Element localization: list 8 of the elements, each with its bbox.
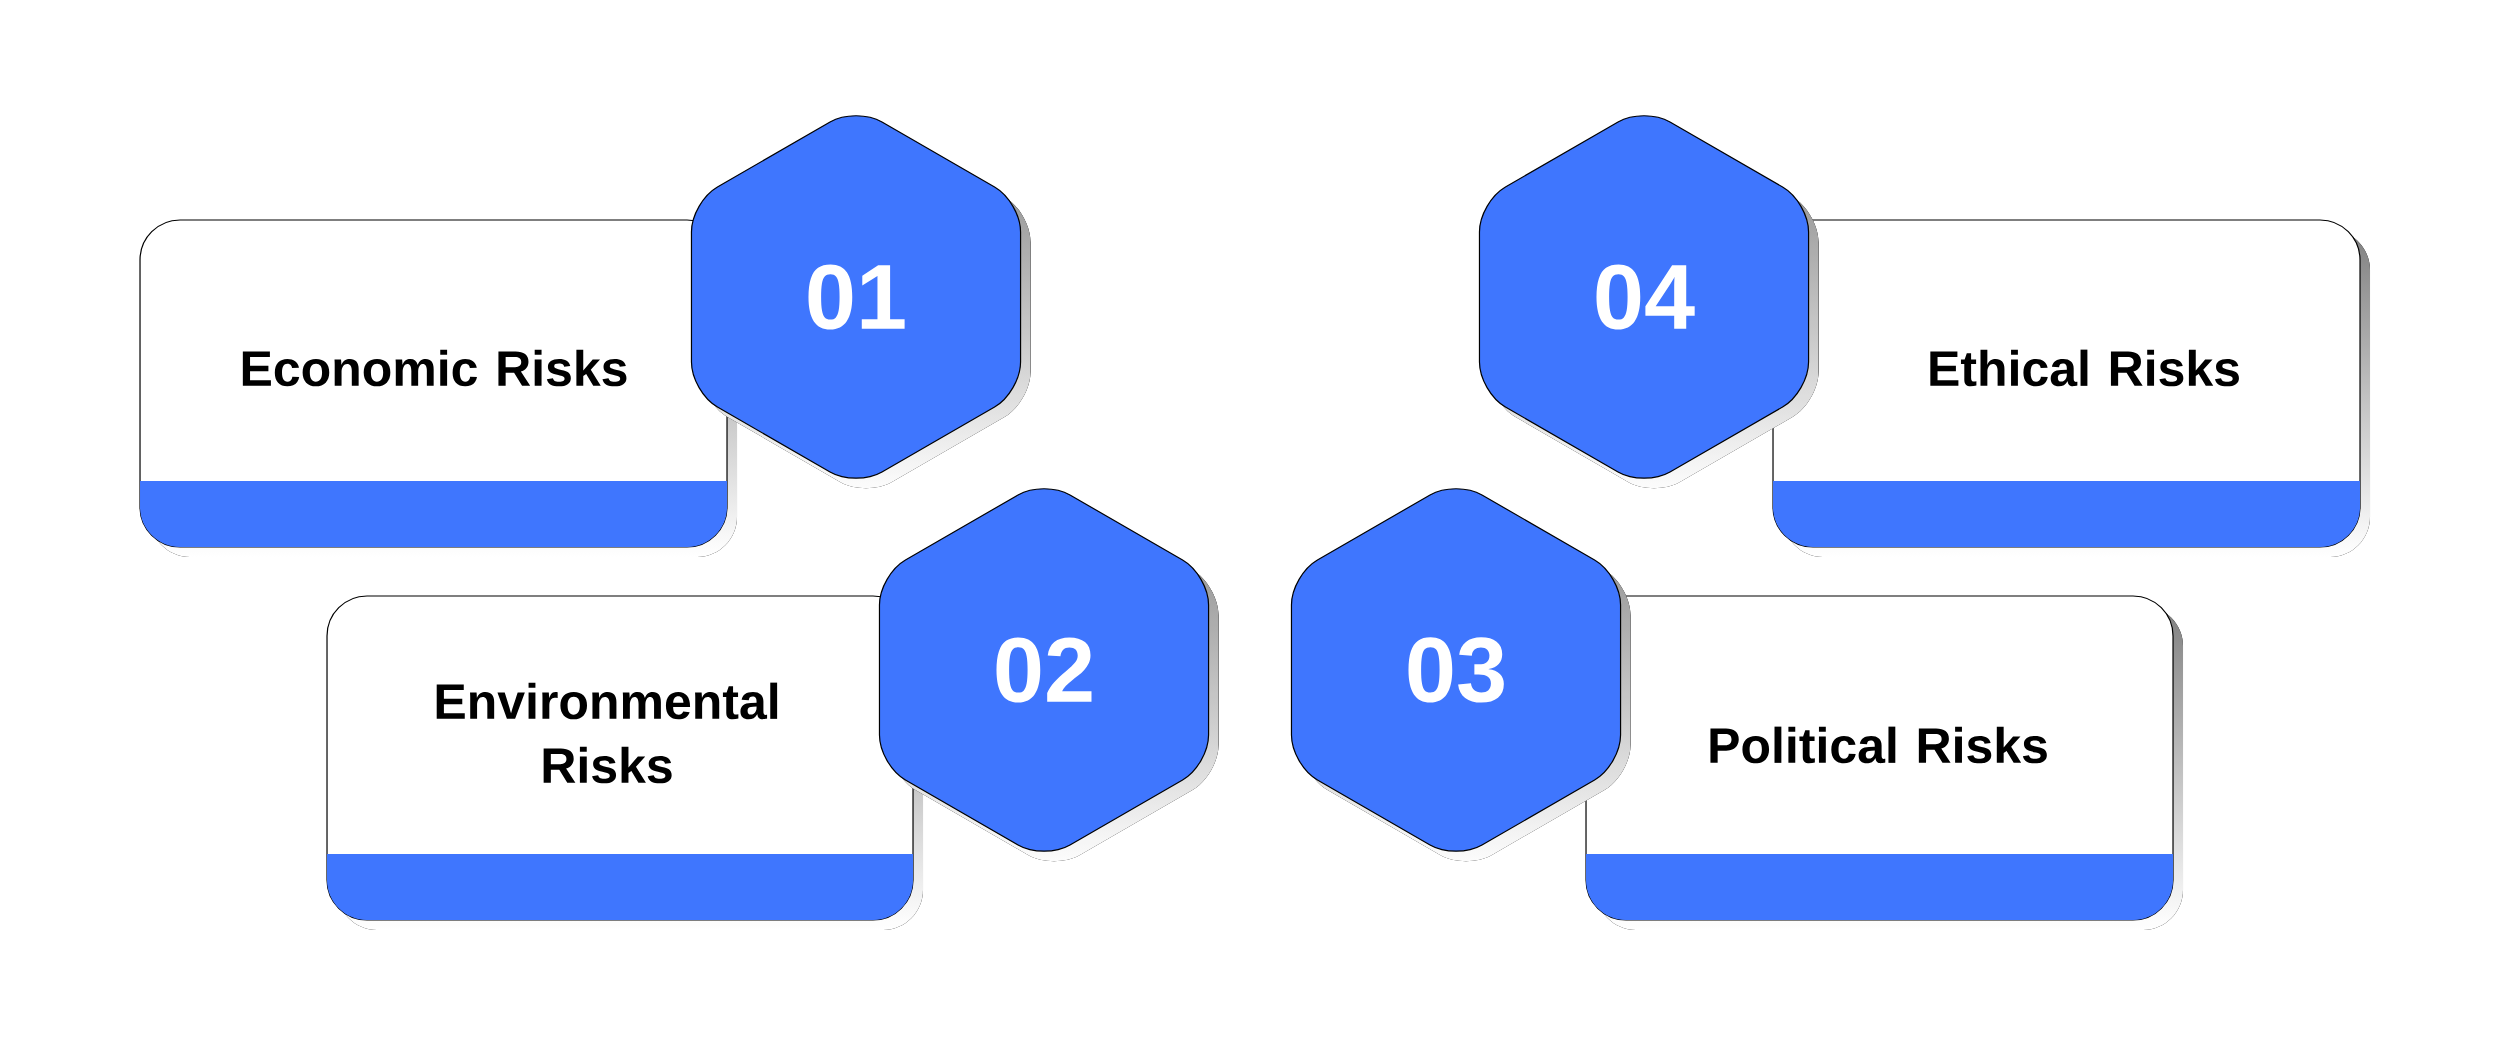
hexagon: 04 — [1478, 115, 1819, 489]
card: Environmental Risks — [326, 595, 923, 930]
hexagon: 01 — [690, 115, 1031, 489]
hexagon: 02 — [878, 488, 1219, 862]
hexagon: 03 — [1290, 488, 1631, 862]
card: Political Risks — [1585, 595, 2183, 930]
card: Economic Risks — [139, 219, 737, 557]
card: Ethical Risks — [1772, 219, 2370, 557]
